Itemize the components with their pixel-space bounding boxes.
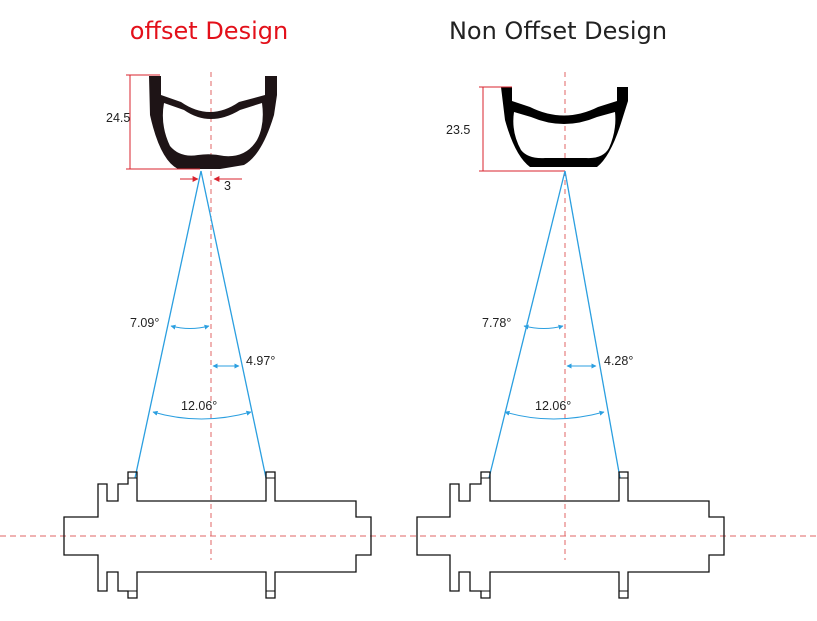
left-angle-total-label: 12.06° — [181, 399, 217, 413]
left-hub-outline — [63, 471, 372, 599]
left-angle-right-label: 4.97° — [246, 354, 275, 368]
left-rim-height-label: 24.5 — [106, 111, 130, 125]
left-rim-profile — [149, 76, 277, 169]
right-angle-left-label: 7.78° — [482, 316, 511, 330]
right-hub-outline — [416, 471, 725, 599]
left-offset-label: 3 — [224, 179, 231, 193]
left-angle-arc-total — [152, 410, 252, 420]
right-spoke-right — [564, 170, 621, 479]
offset-design-panel: offset Design 24.5 3 7.09° 4.97° 12.06° — [63, 17, 372, 599]
right-angle-right-label: 4.28° — [604, 354, 633, 368]
right-angle-total-label: 12.06° — [535, 399, 571, 413]
non-offset-design-panel: Non Offset Design 23.5 7.78° 4.28° 12.06… — [416, 17, 725, 599]
left-angle-left-label: 7.09° — [130, 316, 159, 330]
right-spoke-left — [488, 170, 566, 479]
left-spoke-right — [200, 170, 267, 479]
left-angle-arc-left — [170, 324, 210, 330]
right-rim-height-label: 23.5 — [446, 123, 470, 137]
offset-design-title: offset Design — [130, 17, 288, 45]
left-spoke-left — [134, 170, 202, 479]
right-angle-arc-total — [504, 410, 605, 420]
non-offset-design-title: Non Offset Design — [449, 17, 667, 45]
right-angle-arc-left — [523, 324, 564, 330]
